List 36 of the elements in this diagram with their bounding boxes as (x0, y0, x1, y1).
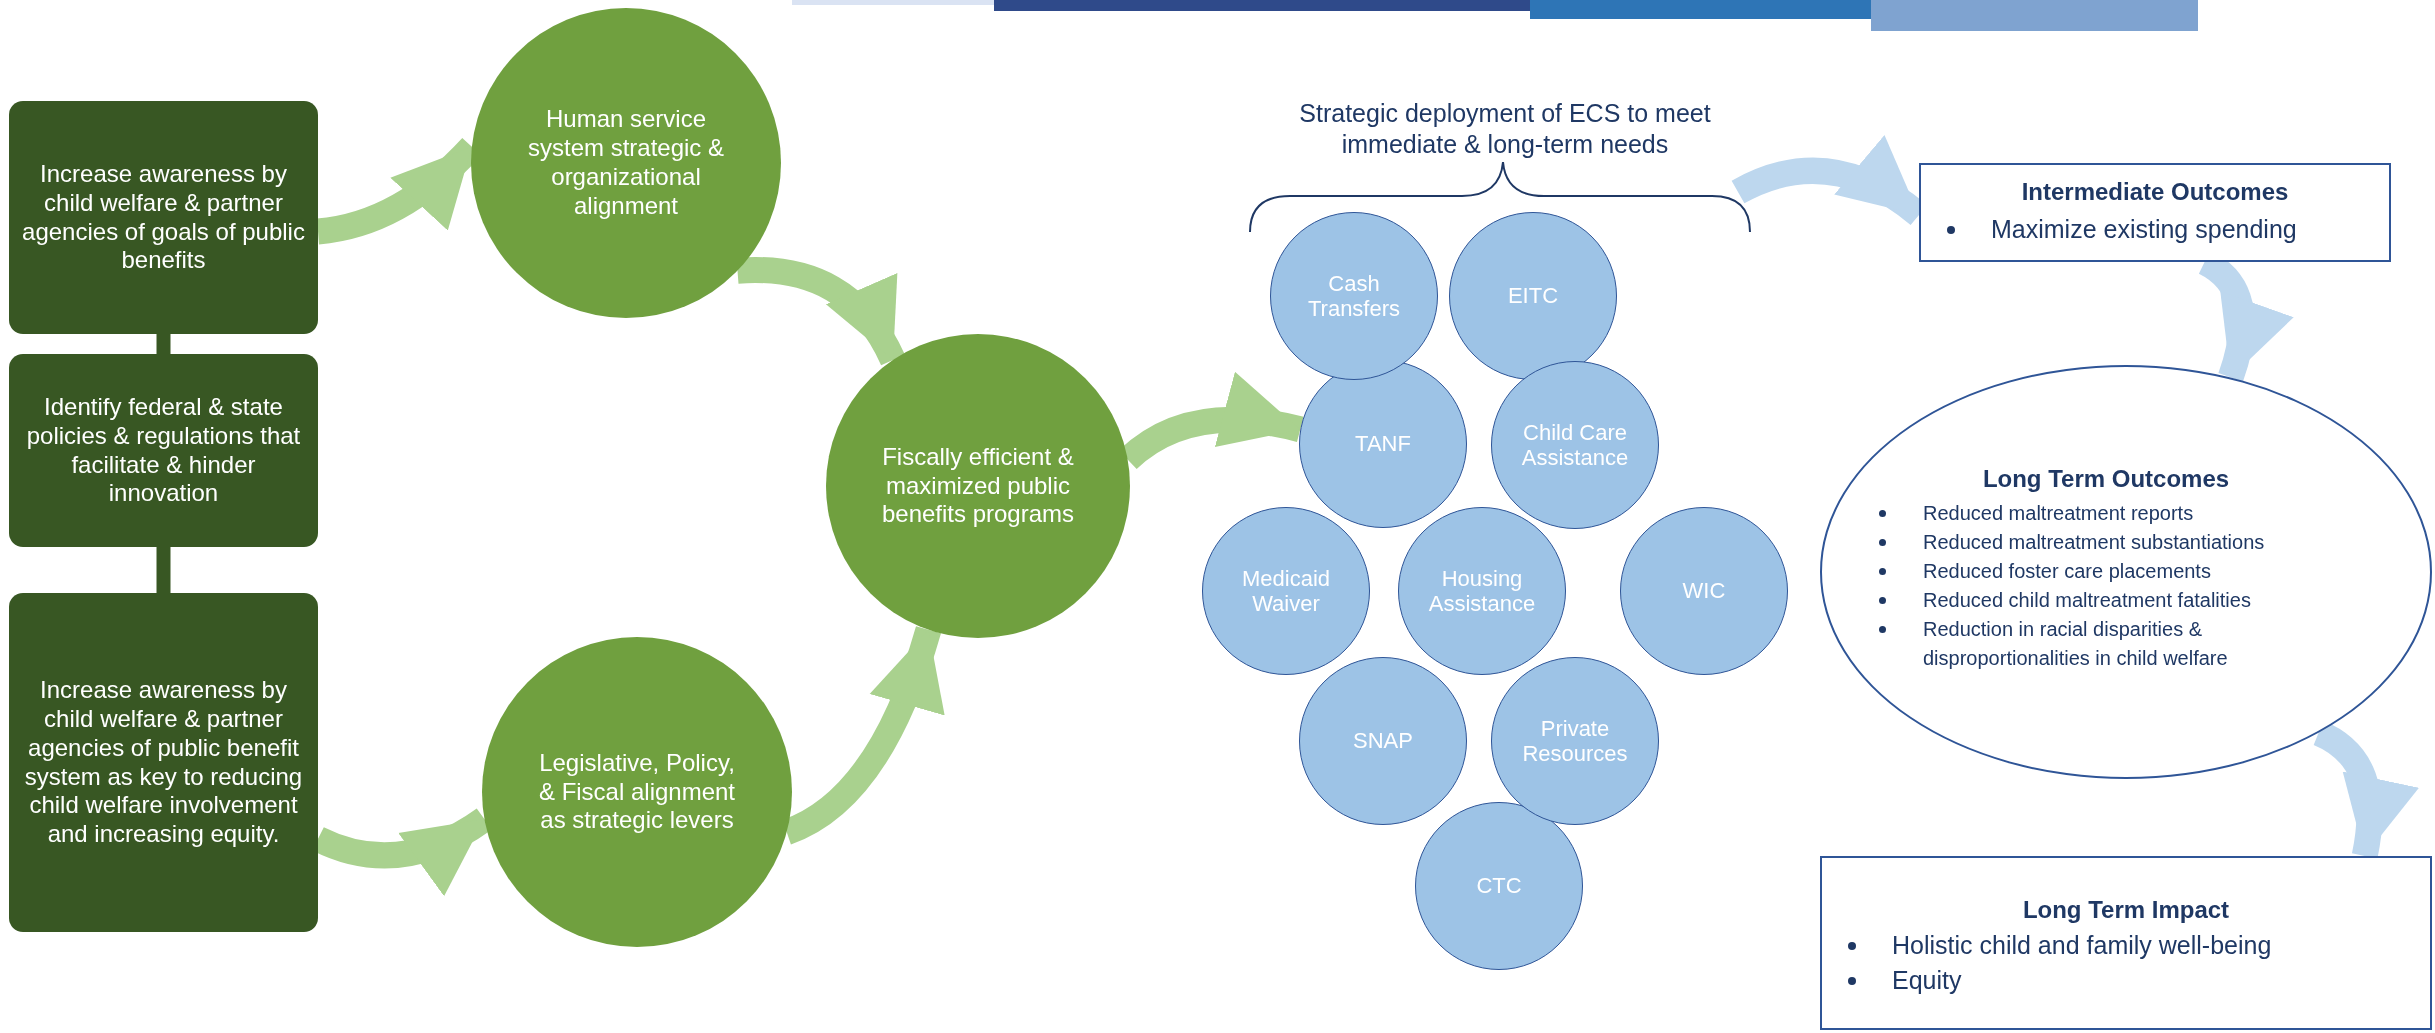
circle-label: Legislative, Policy, & Fiscal alignment as strategic levers (537, 748, 737, 836)
circle-label: Housing Assistance (1427, 565, 1537, 617)
process-box (9, 354, 318, 547)
outcome-heading: Long Term Impact (2021, 896, 2231, 924)
circle-label: Human service system strategic & organizational alignment (526, 105, 726, 221)
curved-arrow (737, 257, 905, 366)
circle-label: EITC (1507, 283, 1559, 309)
box-text: Identify federal & state policies & regulations that facilitate & hinder innovation (25, 392, 302, 509)
bullet-text: Equity (1892, 966, 1962, 994)
connector-line (156, 547, 171, 593)
circle-label: TANF (1355, 431, 1411, 457)
bullet-text: Holistic child and family well-being (1892, 931, 2272, 959)
bullet-text: Reduction in racial disparities & disproportionalities in child welfare (1923, 618, 2228, 669)
circle-label: Cash Transfers (1306, 270, 1402, 322)
box-text: Increase awareness by child welfare & partner agencies of goals of public benefits (21, 159, 306, 276)
circle-label: CTC (1476, 873, 1522, 899)
outcome-box (1919, 163, 2391, 262)
group-caption: Strategic deployment of ECS to meet immediate & long-term needs (1298, 98, 1712, 161)
bullet-text: Reduced child maltreatment fatalities (1923, 589, 2251, 611)
circle-label: Private Resources (1521, 715, 1629, 767)
circle-label: Child Care Assistance (1520, 419, 1630, 471)
process-box (9, 101, 318, 334)
outcome-heading: Intermediate Outcomes (2020, 178, 2290, 206)
outcome-box (1820, 856, 2432, 1030)
box-text: Increase awareness by child welfare & partner agencies of public benefit system as key to reducing child welfare involvement and increasing equity. (23, 676, 304, 849)
bullet-text: Reduced maltreatment substantiations (1923, 531, 2265, 553)
bullet-text: Reduced maltreatment reports (1923, 502, 2194, 524)
bullet-text: Maximize existing spending (1991, 215, 2297, 243)
outcome-heading: Long Term Outcomes (1981, 465, 2231, 493)
process-box (9, 593, 318, 932)
circle-label: SNAP (1353, 728, 1413, 754)
circle-label: Medicaid Waiver (1240, 565, 1331, 617)
bullet-text: Reduced foster care placements (1923, 560, 2211, 582)
circle-label: Fiscally efficient & maximized public benefits programs (880, 442, 1076, 530)
connector-line (156, 334, 171, 354)
circle-label: WIC (1682, 578, 1726, 604)
